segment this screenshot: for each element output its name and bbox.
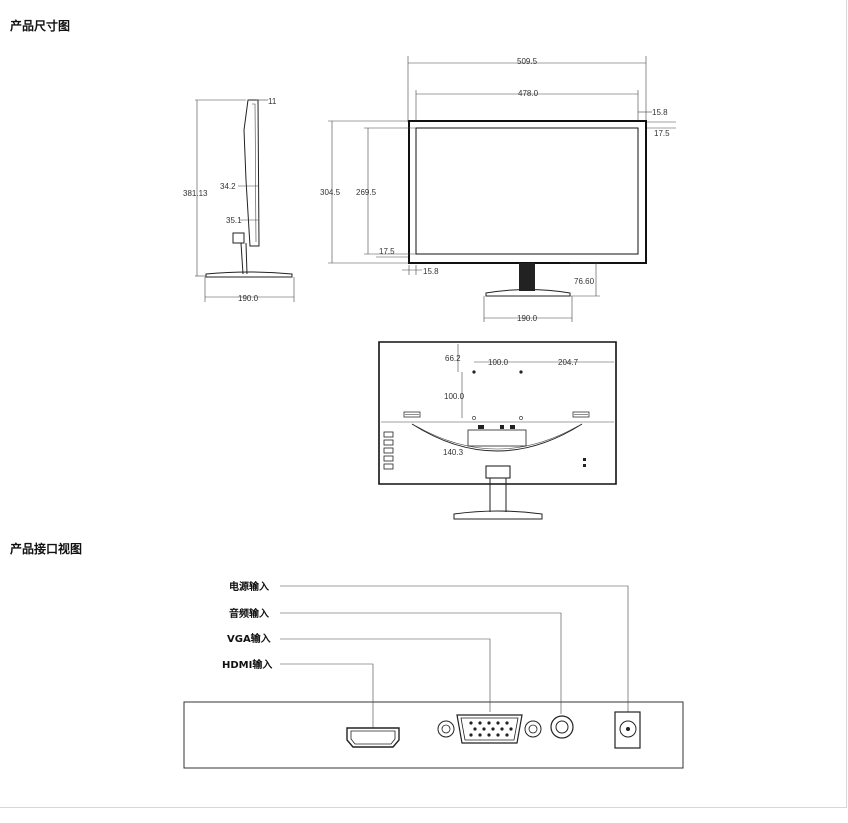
back-right-offset-label: 204.7 xyxy=(558,358,579,367)
back-bottom-offset-label: 140.3 xyxy=(443,448,464,457)
ports-section-title: 产品接口视图 xyxy=(10,542,83,556)
vga-port-label: VGA输入 xyxy=(227,632,271,645)
back-view: 66.2 100.0 204.7 100.0 140.3 xyxy=(378,341,617,520)
power-port-label: 电源输入 xyxy=(229,580,269,593)
front-panel-height-label: 269.5 xyxy=(356,188,377,197)
audio-port-icon xyxy=(550,715,574,739)
back-vesa-h-label: 100.0 xyxy=(488,358,509,367)
side-buttons xyxy=(383,431,394,470)
front-view: 509.5 478.0 15.8 17.5 304.5 269.5 17.5 1… xyxy=(320,56,676,323)
front-stand-height-label: 76.60 xyxy=(574,277,595,286)
front-overall-height-label: 304.5 xyxy=(320,188,341,197)
front-right-bezel-label: 15.8 xyxy=(652,108,668,117)
front-left-bezel-label: 15.8 xyxy=(423,267,439,276)
back-top-offset-label: 66.2 xyxy=(445,354,461,363)
side-mid-depth-label: 34.2 xyxy=(220,182,236,191)
vga-port-icon xyxy=(437,714,542,744)
side-top-offset-label: 11 xyxy=(268,97,277,106)
dimensions-section-title: 产品尺寸图 xyxy=(10,19,71,33)
back-vesa-v-label: 100.0 xyxy=(444,392,465,401)
side-lower-depth-label: 35.1 xyxy=(226,216,242,225)
front-bottom-bezel-label: 17.5 xyxy=(379,247,395,256)
front-panel-width-label: 478.0 xyxy=(518,89,539,98)
front-overall-width-label: 509.5 xyxy=(517,57,538,66)
front-base-width-label: 190.0 xyxy=(517,314,538,323)
audio-port-label: 音频输入 xyxy=(229,607,269,620)
side-view: 381.13 11 34.2 35.1 190.0 xyxy=(183,97,295,303)
hdmi-port-label: HDMI输入 xyxy=(222,658,272,671)
front-top-bezel-label: 17.5 xyxy=(654,129,670,138)
side-height-label: 381.13 xyxy=(183,189,208,198)
hdmi-port-icon xyxy=(346,727,400,748)
port-view: 电源输入 音频输入 VGA输入 HDMI输入 xyxy=(183,580,684,769)
power-port-icon xyxy=(614,711,641,749)
side-base-width-label: 190.0 xyxy=(238,294,259,303)
